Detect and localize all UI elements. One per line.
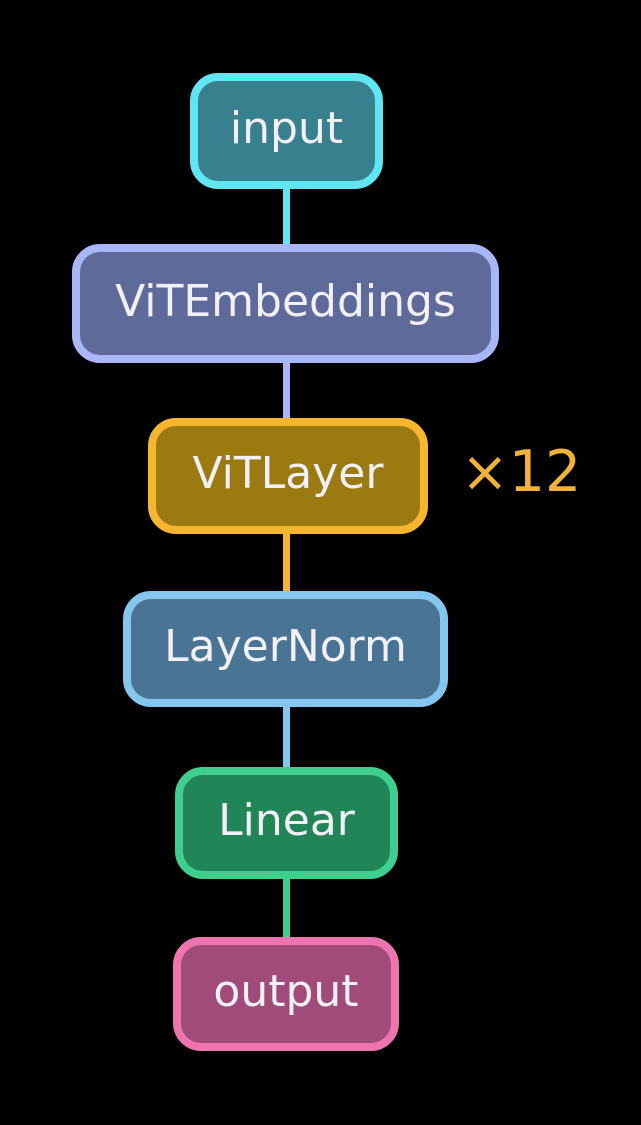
vit-layer-repeat-annotation: ×12: [461, 439, 582, 505]
node-linear-label: Linear: [218, 795, 355, 846]
edge-vitlayer-layernorm: [283, 530, 290, 595]
node-vit-embeddings-label: ViTEmbeddings: [115, 275, 456, 327]
node-input-label: input: [229, 103, 344, 154]
node-output: output: [173, 937, 399, 1051]
node-vit-layer: ViTLayer: [148, 418, 428, 534]
node-output-label: output: [213, 966, 359, 1017]
edge-layernorm-linear: [283, 703, 290, 771]
node-vit-layer-label: ViTLayer: [192, 448, 384, 499]
node-input: input: [190, 73, 383, 189]
edge-vitembeddings-vitlayer: [283, 359, 290, 422]
node-layer-norm: LayerNorm: [123, 591, 448, 707]
node-vit-embeddings: ViTEmbeddings: [72, 244, 499, 363]
edge-input-vitembeddings: [283, 185, 290, 248]
node-layer-norm-label: LayerNorm: [164, 621, 407, 672]
node-linear: Linear: [175, 767, 398, 879]
edge-linear-output: [283, 875, 290, 941]
